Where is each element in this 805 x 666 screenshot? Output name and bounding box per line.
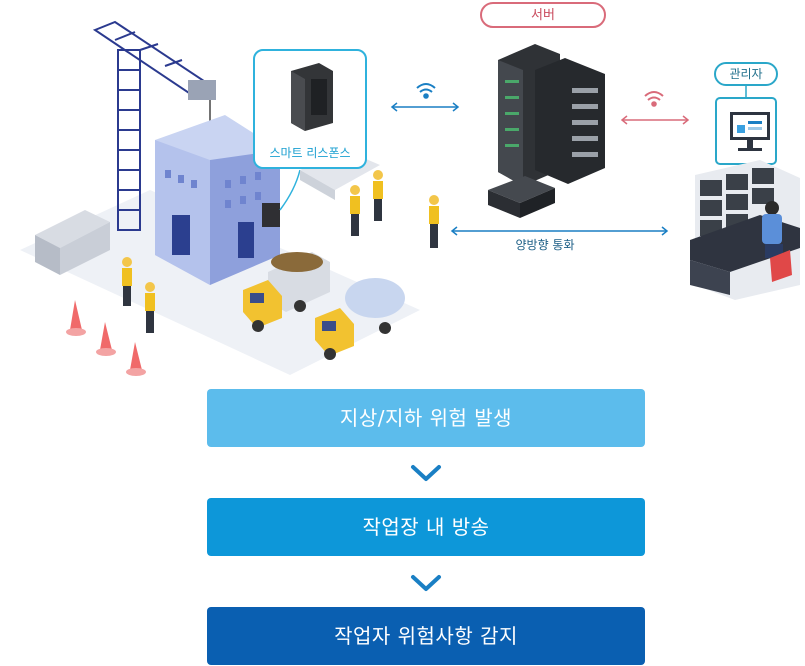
device-label: 스마트 리스폰스	[269, 146, 351, 160]
crane-icon	[92, 20, 212, 231]
wifi-icon	[644, 91, 664, 107]
construction-site-illustration	[20, 20, 800, 376]
chevron-down-icon	[411, 575, 441, 591]
flow-step-hazard: 지상/지하 위험 발생	[207, 389, 645, 447]
flow-step-detect: 작업자 위험사항 감지	[207, 607, 645, 665]
admin-label: 관리자	[714, 62, 778, 86]
dump-truck-icon	[243, 252, 330, 332]
traffic-cone-icon	[66, 300, 146, 376]
flow-step-broadcast: 작업장 내 방송	[207, 498, 645, 556]
speaker-device-icon	[291, 63, 333, 131]
chevron-down-icon	[411, 465, 441, 481]
two-way-call-label: 양방향 통화	[515, 238, 575, 252]
wifi-icon	[416, 83, 436, 99]
network-box-icon	[488, 176, 555, 218]
smart-response-device-callout: 스마트 리스폰스	[253, 49, 367, 169]
building-icon	[155, 115, 280, 285]
server-label: 서버	[480, 2, 606, 28]
server-rack-icon	[498, 44, 605, 186]
material-stack-icon	[35, 210, 110, 275]
mixer-truck-icon	[315, 278, 405, 360]
monitor-icon	[730, 112, 770, 151]
worker-icon	[122, 170, 439, 333]
control-room-icon	[690, 160, 800, 300]
